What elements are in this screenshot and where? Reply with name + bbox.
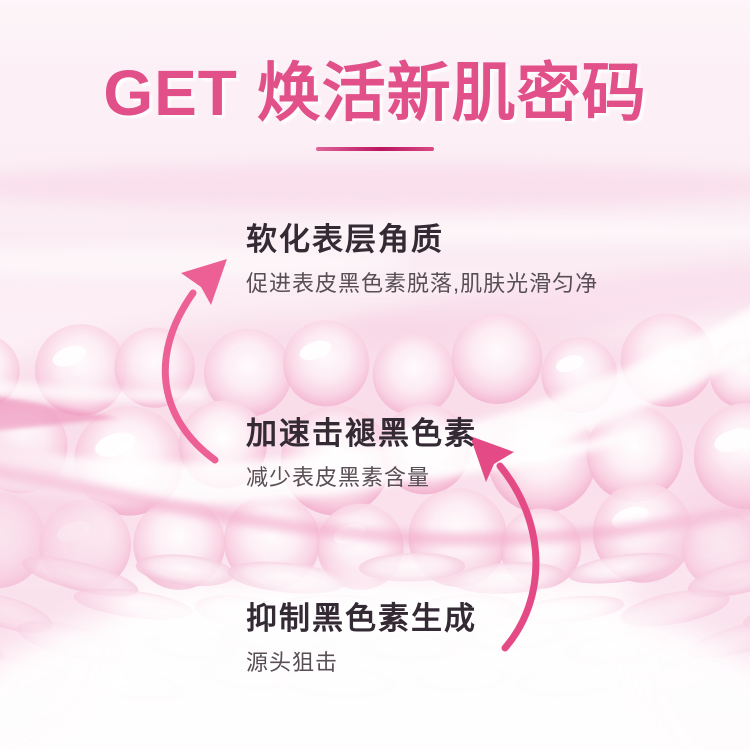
feature-item: 加速击褪黑色素 减少表皮黑素含量 — [246, 415, 477, 492]
film-pink-edge — [0, 465, 750, 546]
film-left-wedge — [0, 396, 118, 431]
page-title: GET 焕活新肌密码 — [103, 57, 647, 129]
feature-description: 源头狙击 — [246, 649, 339, 675]
feature-item: 软化表层角质 促进表皮黑色素脱落,肌肤光滑匀净 — [246, 221, 598, 298]
title-divider — [316, 147, 434, 151]
feature-description: 促进表皮黑色素脱落,肌肤光滑匀净 — [246, 270, 599, 296]
feature-item: 抑制黑色素生成 源头狙击 — [246, 600, 477, 677]
curved-arrow-up-right-icon — [161, 259, 227, 464]
feature-heading: 抑制黑色素生成 — [246, 601, 477, 636]
feature-description: 减少表皮黑素含量 — [246, 464, 431, 490]
feature-heading: 加速击褪黑色素 — [246, 416, 477, 451]
feature-heading: 软化表层角质 — [246, 222, 444, 257]
curved-arrow-up-left-icon — [470, 436, 540, 652]
